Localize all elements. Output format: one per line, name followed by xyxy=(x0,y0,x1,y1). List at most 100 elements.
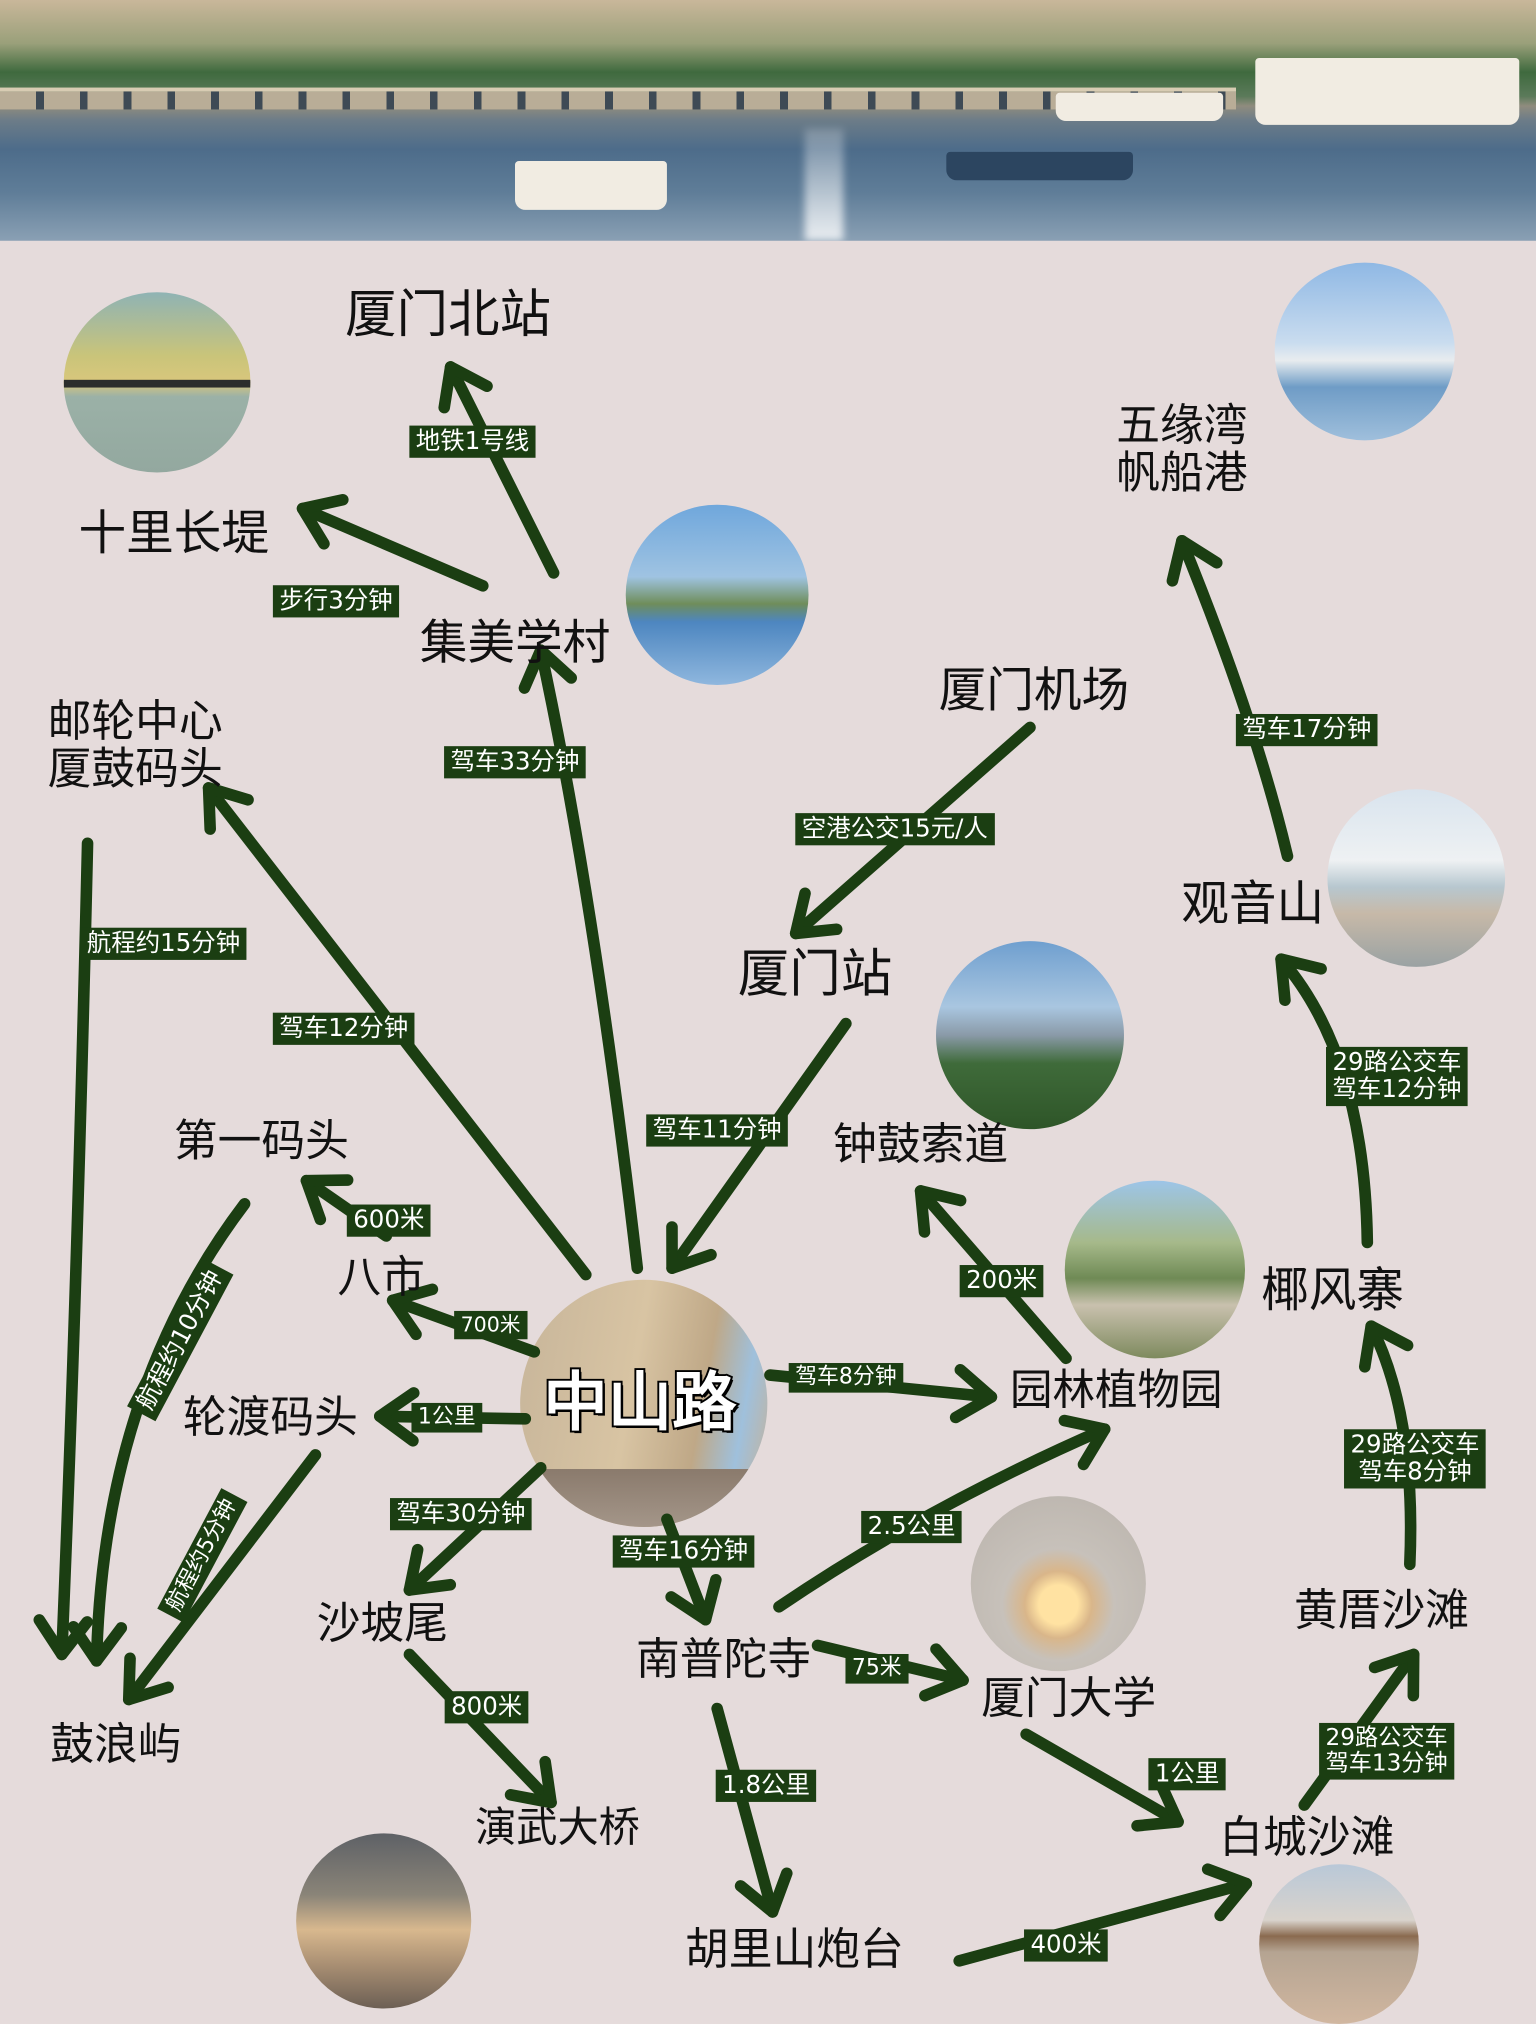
arrowhead-icon xyxy=(919,1643,969,1702)
fishing-boat xyxy=(946,151,1133,181)
route-arrow xyxy=(296,502,489,592)
route-label: 驾车33分钟 xyxy=(444,746,586,779)
place-wuyuan-bay[interactable]: 五缘湾 帆船港 xyxy=(1116,399,1248,500)
harbor-banner-photo xyxy=(0,0,1536,241)
arrowhead-icon xyxy=(202,782,254,835)
route-label-line: 驾车13分钟 xyxy=(1325,1749,1448,1777)
place-hulishan-fort[interactable]: 胡里山炮台 xyxy=(684,1923,904,1976)
arrowhead-icon xyxy=(438,361,493,414)
arrowhead-icon xyxy=(504,1755,557,1809)
route-label: 75米 xyxy=(845,1653,909,1684)
route-arrow xyxy=(403,1648,557,1809)
route-arrow xyxy=(534,644,644,1274)
route-label: 驾车12分钟 xyxy=(272,1012,415,1045)
place-shapowei[interactable]: 沙坡尾 xyxy=(316,1598,449,1650)
place-botanical-garden[interactable]: 园林植物园 xyxy=(1010,1364,1223,1415)
place-xiamen-station[interactable]: 厦门站 xyxy=(737,945,893,1005)
route-arrow xyxy=(711,1702,779,1918)
place-gulangyu[interactable]: 鼓浪屿 xyxy=(50,1719,182,1771)
place-xiamen-north-station[interactable]: 厦门北站 xyxy=(345,285,552,346)
place-jimei-school-village[interactable]: 集美学村 xyxy=(419,614,611,671)
place-cruise-center[interactable]: 邮轮中心 厦鼓码头 xyxy=(47,696,223,796)
route-label: 29路公交车 驾车12分钟 xyxy=(1326,1046,1468,1106)
route-label: 驾车16分钟 xyxy=(612,1535,755,1568)
route-label: 600米 xyxy=(346,1204,431,1237)
route-label: 航程约15分钟 xyxy=(80,927,247,960)
arrowhead-icon xyxy=(1058,1414,1111,1471)
arrowhead-icon xyxy=(122,1652,174,1706)
route-arrow xyxy=(122,1449,322,1706)
place-xiamen-university[interactable]: 厦门大学 xyxy=(981,1672,1157,1725)
arrowhead-icon xyxy=(665,1573,722,1626)
arrowhead-icon xyxy=(374,1387,420,1447)
shili-changdi-photo xyxy=(63,292,251,473)
arrowhead-icon xyxy=(1201,1863,1253,1922)
place-cableway[interactable]: 钟鼓索道 xyxy=(833,1119,1009,1171)
place-shili-changdi[interactable]: 十里长堤 xyxy=(78,505,270,561)
arrowhead-icon xyxy=(914,1185,967,1238)
place-ferry-pier[interactable]: 轮渡码头 xyxy=(182,1392,358,1444)
route-label: 400米 xyxy=(1024,1929,1109,1962)
place-bashi[interactable]: 八市 xyxy=(337,1251,425,1304)
guanyin-shan-photo xyxy=(1327,789,1506,967)
place-line: 厦鼓码头 xyxy=(47,744,223,796)
zhongshan-road-photo xyxy=(520,1279,768,1527)
place-yanwu-bridge[interactable]: 演武大桥 xyxy=(475,1803,640,1852)
place-line: 五缘湾 xyxy=(1116,399,1248,452)
arrowhead-icon xyxy=(67,1620,128,1667)
route-label: 驾车30分钟 xyxy=(389,1498,532,1531)
place-guanyin-shan[interactable]: 观音山 xyxy=(1181,876,1325,932)
place-baicheng-beach[interactable]: 白城沙滩 xyxy=(1219,1811,1395,1864)
place-line: 邮轮中心 xyxy=(47,696,223,748)
arrowhead-icon xyxy=(1131,1778,1184,1832)
place-huangcuo-beach[interactable]: 黄厝沙滩 xyxy=(1293,1585,1470,1637)
arrowhead-icon xyxy=(403,1543,457,1596)
route-label-line: 驾车8分钟 xyxy=(1358,1457,1472,1486)
arrowhead-icon xyxy=(1368,1648,1420,1702)
route-label: 1公里 xyxy=(1148,1758,1226,1791)
route-label: 步行3分钟 xyxy=(272,585,400,618)
place-zhongshan-road[interactable]: 中山路 xyxy=(541,1365,738,1441)
route-label: 1公里 xyxy=(411,1402,483,1433)
arrowhead-icon xyxy=(666,1221,717,1274)
cruise-boat xyxy=(1055,92,1224,122)
cableway-photo xyxy=(936,941,1124,1130)
route-label: 200米 xyxy=(959,1265,1044,1298)
botanical-garden-photo xyxy=(1064,1180,1246,1359)
baicheng-beach-photo xyxy=(1259,1864,1419,2024)
arrowhead-icon xyxy=(386,1283,439,1341)
route-label-line: 29路公交车 xyxy=(1325,1724,1448,1752)
place-first-pier[interactable]: 第一码头 xyxy=(173,1115,349,1167)
arrowhead-icon xyxy=(734,1867,793,1918)
route-label: 驾车8分钟 xyxy=(788,1363,904,1393)
route-label: 空港公交15元/人 xyxy=(795,813,995,846)
route-arrow xyxy=(953,1877,1253,1967)
route-label: 800米 xyxy=(444,1691,529,1724)
arrowhead-icon xyxy=(1275,953,1327,1006)
bridge xyxy=(0,87,1236,110)
route-arrow xyxy=(1176,534,1294,862)
route-label: 29路公交车 驾车8分钟 xyxy=(1344,1429,1486,1489)
ferry-boat xyxy=(515,160,667,210)
arrowhead-icon xyxy=(1166,534,1223,587)
route-label-line: 29路公交车 xyxy=(1350,1430,1480,1459)
place-line: 帆船港 xyxy=(1116,448,1248,500)
wuyuan-bay-photo xyxy=(1274,262,1455,441)
xiamen-university-photo xyxy=(970,1496,1146,1672)
route-label: 驾车17分钟 xyxy=(1235,713,1378,747)
route-arrow xyxy=(444,361,560,579)
arrowhead-icon xyxy=(296,493,349,550)
route-label: 地铁1号线 xyxy=(409,425,536,458)
place-airport[interactable]: 厦门机场 xyxy=(938,662,1130,718)
route-label: 1.8公里 xyxy=(715,1769,817,1802)
boat-wake xyxy=(804,128,844,241)
arrowhead-icon xyxy=(949,1364,998,1424)
arrowhead-icon xyxy=(300,1174,354,1226)
yanwu-bridge-photo xyxy=(296,1833,472,2009)
arrowhead-icon xyxy=(789,887,843,940)
route-label: 驾车11分钟 xyxy=(646,1114,789,1147)
place-nanputuo-temple[interactable]: 南普陀寺 xyxy=(636,1634,812,1686)
place-yefengzhai[interactable]: 椰风寨 xyxy=(1261,1262,1405,1318)
